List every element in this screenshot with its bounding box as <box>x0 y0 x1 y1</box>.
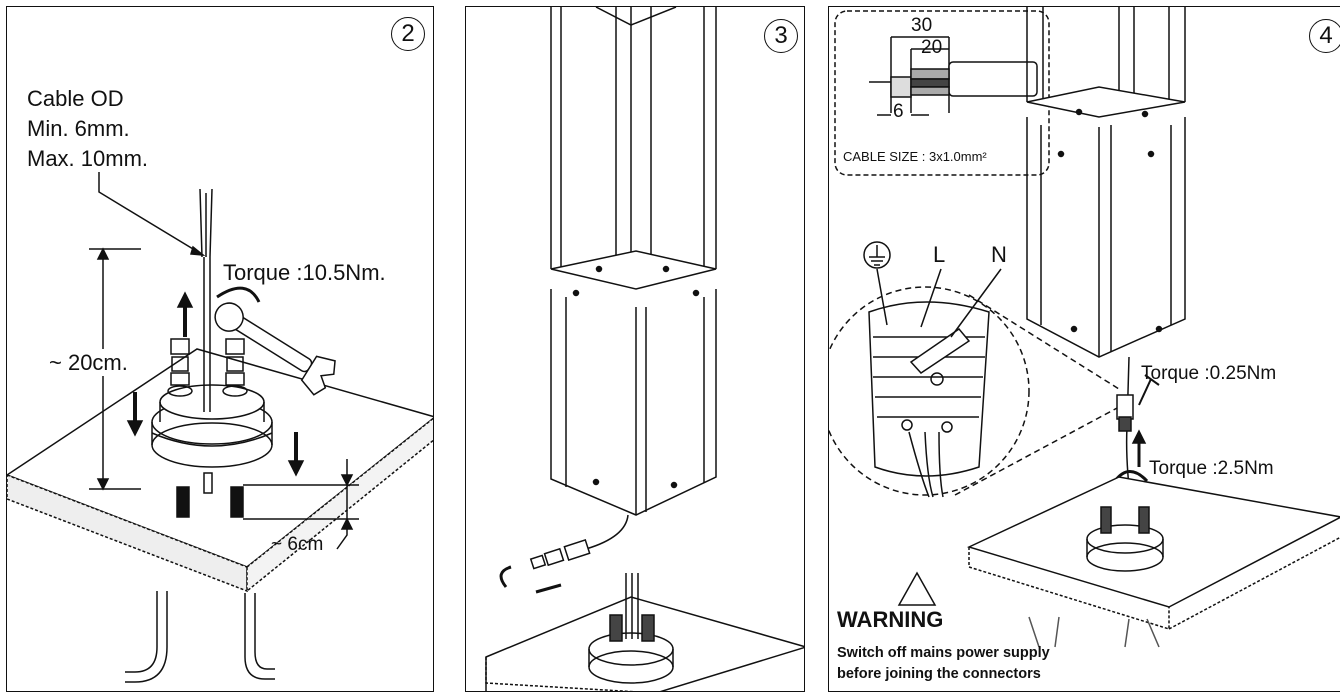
step-4-panel: 4 30 20 6 CABLE SIZE : 3x1.0mm² L N Torq… <box>828 6 1340 692</box>
terminal-live-label: L <box>933 242 946 267</box>
cable-od-label: Cable OD <box>27 86 124 111</box>
terminal-block <box>868 301 990 498</box>
step-3-panel: 3 <box>465 6 805 692</box>
terminal-neutral-label: N <box>991 242 1007 267</box>
step-2-panel: 2 Cable OD Min. 6mm. Max. 10mm. Torque :… <box>6 6 434 692</box>
pole-lower <box>1026 117 1186 358</box>
pole-cable <box>585 514 629 550</box>
supply-cable <box>203 257 211 412</box>
screwdriver <box>909 327 971 374</box>
anchor-rod-right <box>244 593 275 680</box>
step-number-badge: 2 <box>391 17 425 51</box>
rotation-arrow <box>499 565 512 588</box>
depth-label: ~ 6cm <box>271 534 324 555</box>
connector-torque-label: Torque :0.25Nm <box>1141 363 1277 384</box>
concrete-slab-side <box>246 417 433 593</box>
pole-lower <box>550 289 717 516</box>
connect-arrow <box>535 583 562 594</box>
base-flange <box>588 632 674 666</box>
strip-dim-6: 6 <box>893 101 904 122</box>
rotation-arrow <box>216 286 261 303</box>
wrench <box>214 302 336 396</box>
step-number-badge: 4 <box>1309 19 1340 53</box>
cable-od-max: Max. 10mm. <box>27 146 149 171</box>
pole-upper <box>550 7 717 269</box>
step-2-illustration <box>7 172 433 683</box>
cable-od-min: Min. 6mm. <box>27 116 130 141</box>
stud-right <box>230 486 244 518</box>
concrete-slab-top <box>7 348 433 568</box>
cable-connector <box>529 538 591 570</box>
gland-torque-label: Torque :2.5Nm <box>1149 458 1274 479</box>
stud-left <box>176 486 190 518</box>
pole-cap-ring <box>550 250 717 290</box>
warning-line-2: before joining the connectors <box>837 666 1041 682</box>
cable-strip-drawing <box>869 36 1038 116</box>
cable-size-label: CABLE SIZE : 3x1.0mm² <box>843 149 987 164</box>
pole-cap-ring <box>1026 86 1186 118</box>
base-flange <box>1086 524 1164 554</box>
torque-label: Torque :10.5Nm. <box>223 260 386 285</box>
height-label: ~ 20cm. <box>49 349 128 376</box>
step-4-illustration <box>829 7 1340 648</box>
cable-connector <box>1116 374 1160 432</box>
step-3-illustration <box>485 7 804 691</box>
earth-ground-icon <box>863 241 891 269</box>
nut-stack-right <box>222 338 248 397</box>
strip-dim-20: 20 <box>921 37 943 58</box>
warning-triangle-icon <box>897 571 937 606</box>
anchor-rod-left <box>125 591 158 673</box>
step-number-badge: 3 <box>764 19 798 53</box>
pole-upper <box>1026 7 1186 102</box>
strip-dim-30: 30 <box>911 15 933 36</box>
nut-stack-left <box>167 338 193 397</box>
warning-title: WARNING <box>837 607 944 632</box>
warning-line-1: Switch off mains power supply <box>837 645 1050 661</box>
